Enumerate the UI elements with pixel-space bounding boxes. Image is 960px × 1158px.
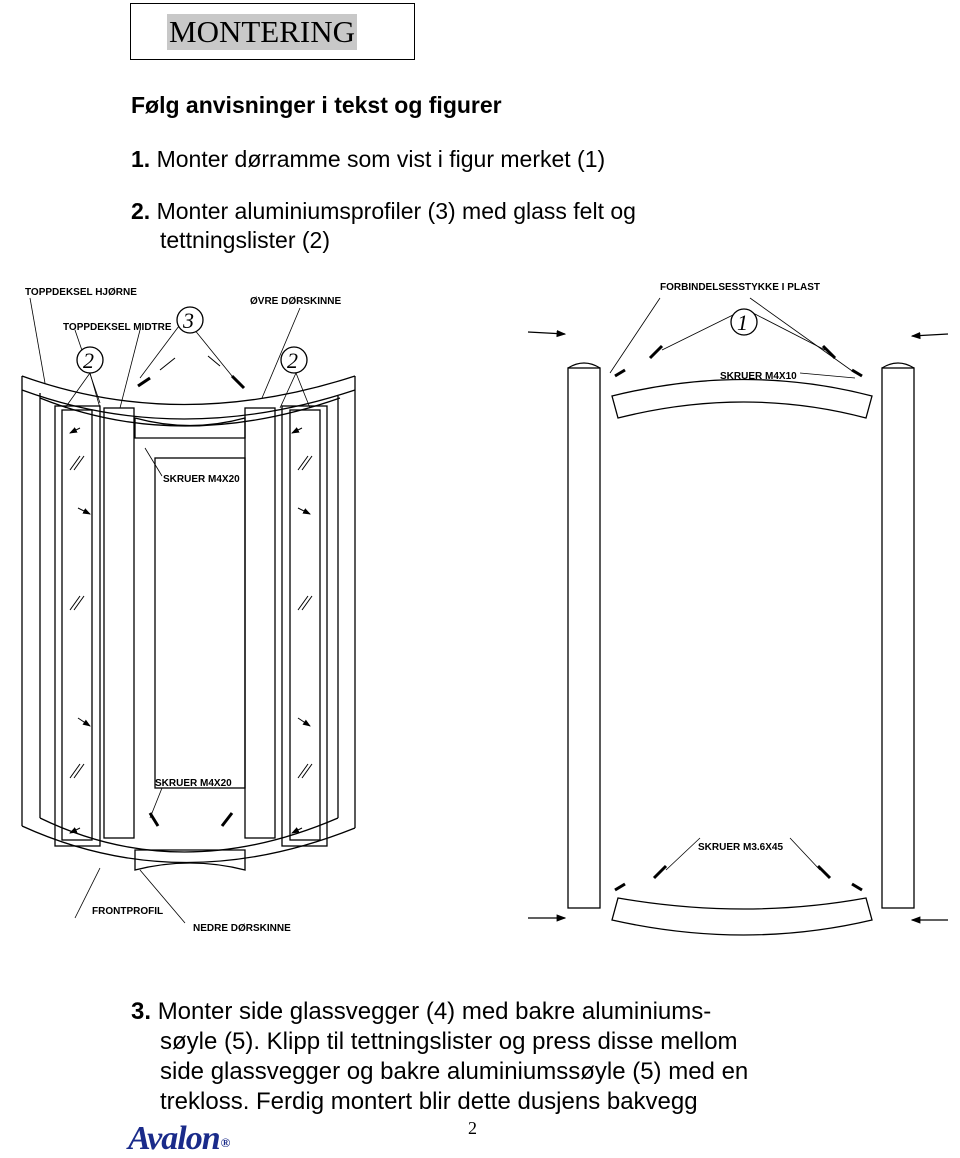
label-toppdeksel-midtre: TOPPDEKSEL MIDTRE: [63, 322, 172, 333]
label-ovre-dorskinne: ØVRE DØRSKINNE: [250, 296, 341, 307]
title-box: MONTERING: [130, 3, 415, 60]
num-2b-label: 2: [287, 348, 298, 373]
step-number: 1.: [131, 146, 151, 172]
step-text-line: tettningslister (2): [160, 227, 331, 253]
assembly-drawing: 3 2 2 TOPPDEKSEL HJØRNE TOPPDEKSEL MIDTR…: [21, 282, 949, 936]
label-skruer-bottom-left: SKRUER M4X20: [155, 778, 232, 789]
step-1: 1. Monter dørramme som vist i figur merk…: [131, 145, 605, 174]
registered-mark: ®: [220, 1135, 231, 1150]
label-skruer-top-right: SKRUER M4X10: [720, 371, 797, 382]
step-number: 3.: [131, 998, 152, 1025]
num-1-label: 1: [737, 310, 748, 335]
step-text: Monter dørramme som vist i figur merket …: [156, 146, 606, 172]
step-text-line: Monter side glassvegger (4) med bakre al…: [157, 998, 712, 1025]
logo-text: Avalon: [128, 1120, 221, 1157]
left-assembly: [21, 297, 356, 924]
page-title: MONTERING: [167, 14, 357, 50]
intro-heading: Følg anvisninger i tekst og figurer: [131, 92, 502, 118]
label-frontprofil: FRONTPROFIL: [92, 906, 163, 917]
step-text-line: Monter aluminiumsprofiler (3) med glass …: [156, 198, 636, 224]
num-2a-label: 2: [83, 348, 94, 373]
step-3: 3. Monter side glassvegger (4) med bakre…: [131, 997, 831, 1117]
right-assembly: [527, 297, 949, 936]
label-nedre-dorskinne: NEDRE DØRSKINNE: [193, 923, 291, 934]
label-skruer-bottom-right: SKRUER M3.6X45: [698, 842, 783, 853]
avalon-logo: Avalon®: [128, 1120, 231, 1158]
step-2: 2. Monter aluminiumsprofiler (3) med gla…: [131, 197, 731, 255]
num-3-label: 3: [182, 308, 194, 333]
page-number: 2: [468, 1118, 477, 1138]
step-text-line: trekloss. Ferdig montert blir dette dusj…: [160, 1088, 698, 1115]
step-text-line: side glassvegger og bakre aluminiumssøyl…: [160, 1058, 749, 1085]
label-forbindelsesstykke: FORBINDELSESSTYKKE I PLAST: [660, 282, 820, 293]
label-skruer-top-left: SKRUER M4X20: [163, 474, 240, 485]
step-text-line: søyle (5). Klipp til tettningslister og …: [160, 1028, 738, 1055]
step-number: 2.: [131, 198, 151, 224]
label-toppdeksel-hjorne: TOPPDEKSEL HJØRNE: [25, 287, 137, 298]
assembly-figure: 3 2 2 TOPPDEKSEL HJØRNE TOPPDEKSEL MIDTR…: [0, 258, 960, 973]
